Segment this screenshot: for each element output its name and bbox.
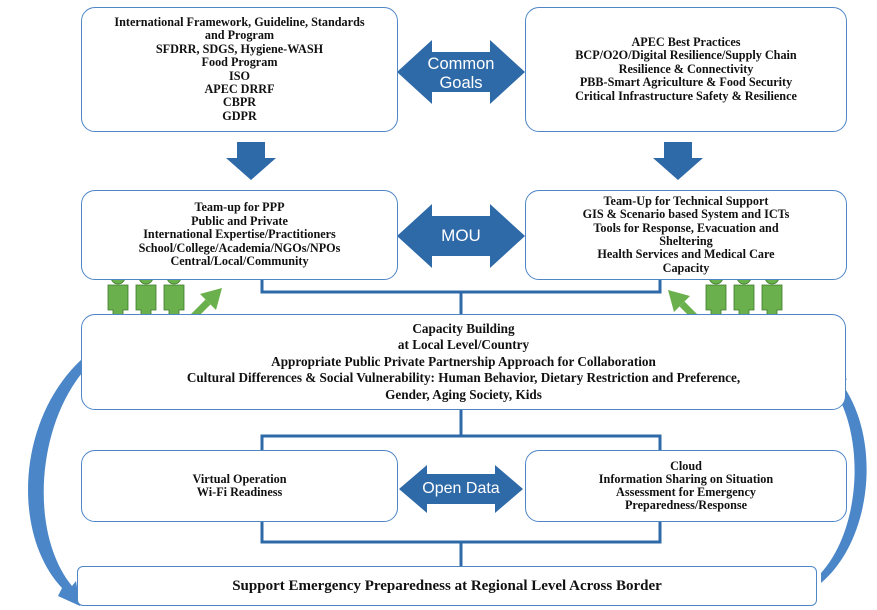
box-line: Virtual Operation — [192, 472, 287, 486]
rising-arrow-right-head — [668, 290, 690, 312]
team-up-ppp-box: Team-up for PPP Public and Private Inter… — [81, 190, 398, 280]
bracket-connector-top — [260, 280, 662, 314]
down-arrow-right — [653, 142, 703, 180]
mou-label: MOU — [441, 226, 481, 245]
common-goals-line-1: Common — [427, 55, 495, 73]
box-line: International Expertise/Practitioners — [143, 227, 336, 242]
box-line: GIS & Scenario based System and ICTs — [582, 207, 790, 222]
box-line: Central/Local/Community — [170, 254, 309, 269]
international-framework-box: International Framework, Guideline, Stan… — [81, 7, 398, 132]
box-line: Public and Private — [191, 213, 288, 228]
bracket-connector-bottom — [260, 522, 662, 566]
box-line: Wi-Fi Readiness — [196, 485, 283, 499]
box-line: SFDRR, SDGS, Hygiene-WASH — [155, 41, 324, 56]
bracket-connector-middle — [260, 410, 662, 450]
apec-best-practices-box: APEC Best Practices BCP/O2O/Digital Resi… — [525, 7, 847, 132]
box-line: Food Program — [201, 55, 278, 70]
box-line: at Local Level/Country — [397, 337, 530, 353]
rising-arrow-left-head — [200, 288, 222, 310]
right-curved-arrow — [821, 365, 867, 583]
box-line: Team-up for PPP — [194, 200, 285, 215]
box-line: Tools for Response, Evacuation and — [593, 220, 779, 235]
box-line: PBB-Smart Agriculture & Food Security — [579, 75, 793, 90]
left-curved-arrow — [28, 359, 82, 606]
box-line: GDPR — [222, 108, 257, 123]
bottom-box-text: Support Emergency Preparedness at Region… — [232, 578, 662, 594]
team-up-technical-support-box: Team-Up for Technical Support GIS & Scen… — [525, 190, 847, 280]
virtual-operation-box: Virtual Operation Wi-Fi Readiness — [81, 450, 398, 522]
box-line: Preparedness/Response — [624, 498, 748, 512]
box-line: Gender, Aging Society, Kids — [385, 386, 542, 402]
box-line: International Framework, Guideline, Stan… — [114, 14, 365, 29]
box-line: Appropriate Public Private Partnership A… — [271, 353, 656, 369]
common-goals-label: Common Goals — [424, 55, 498, 93]
common-goals-line-2: Goals — [439, 74, 483, 92]
box-line: and Program — [204, 28, 275, 43]
down-arrow-left — [226, 142, 276, 180]
support-emergency-preparedness-box: Support Emergency Preparedness at Region… — [77, 566, 817, 606]
box-line: Capacity Building — [412, 320, 515, 336]
box-line: Cultural Differences & Social Vulnerabil… — [186, 370, 741, 386]
box-line: Resilience & Connectivity — [618, 61, 754, 76]
box-line: Information Sharing on Situation — [598, 472, 774, 486]
common-goals-double-arrow — [397, 40, 525, 104]
box-line: ISO — [228, 68, 250, 83]
open-data-label: Open Data — [422, 480, 500, 497]
box-line: APEC Best Practices — [631, 34, 741, 49]
box-line: Sheltering — [659, 234, 713, 248]
box-line: BCP/O2O/Digital Resilience/Supply Chain — [575, 48, 797, 63]
box-line: Capacity — [662, 260, 710, 275]
box-line: CBPR — [222, 95, 257, 110]
box-line: Cloud — [670, 459, 702, 473]
mou-double-arrow — [397, 204, 525, 268]
box-line: Health Services and Medical Care — [597, 247, 775, 262]
box-line: Critical Infrastructure Safety & Resilie… — [575, 88, 797, 103]
open-data-double-arrow — [399, 465, 523, 513]
box-line: APEC DRRF — [204, 81, 275, 96]
box-line: Team-Up for Technical Support — [603, 193, 769, 208]
box-line: Assessment for Emergency — [616, 485, 756, 499]
box-line: School/College/Academia/NGOs/NPOs — [138, 240, 341, 255]
capacity-building-box: Capacity Building at Local Level/Country… — [81, 314, 846, 410]
cloud-box: Cloud Information Sharing on Situation A… — [525, 450, 847, 522]
